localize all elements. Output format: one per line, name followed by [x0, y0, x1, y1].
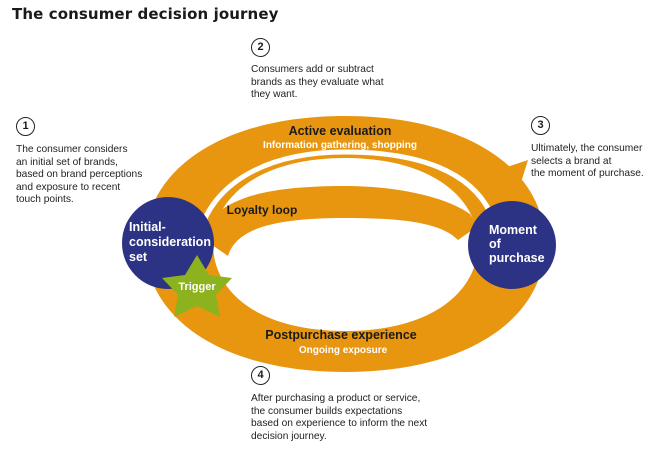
active-evaluation-title: Active evaluation	[289, 124, 392, 138]
step-3-line: the moment of purchase.	[531, 168, 644, 180]
moment-of-purchase-label-1: Moment	[489, 223, 538, 237]
step-4-line: the consumer builds expectations	[251, 405, 403, 417]
trigger-star-icon	[162, 255, 232, 317]
step-3-description: Ultimately, the consumer selects a brand…	[531, 143, 644, 181]
step-4-line: based on experience to inform the next	[251, 418, 428, 430]
initial-consideration-label-3: set	[129, 250, 148, 264]
moment-of-purchase-label-3: purchase	[489, 251, 545, 265]
trigger-label: Trigger	[178, 281, 216, 293]
step-1-line: and exposure to recent	[16, 181, 121, 193]
initial-consideration-label-1: Initial-	[129, 220, 166, 234]
step-3-line: selects a brand at	[531, 155, 612, 167]
step-1-line: The consumer considers	[16, 144, 128, 155]
active-evaluation-arrowhead	[498, 160, 528, 192]
postpurchase-title: Postpurchase experience	[265, 328, 417, 342]
step-3-number: 3	[531, 116, 550, 135]
step-1-line: based on brand perceptions	[16, 169, 143, 181]
loyalty-loop-band	[202, 186, 478, 256]
loop-separator	[197, 149, 493, 233]
step-1-description: The consumer considers an initial set of…	[16, 144, 142, 207]
loyalty-loop-label: Loyalty loop	[227, 203, 298, 217]
step-2-description: Consumers add or subtract brands as they…	[251, 64, 384, 102]
initial-consideration-label-2: consideration	[129, 235, 211, 249]
step-1-line: an initial set of brands,	[16, 156, 118, 168]
step-2-number: 2	[251, 38, 270, 57]
active-evaluation-subtitle: Information gathering, shopping	[263, 140, 417, 151]
diagram-title: The consumer decision journey	[12, 5, 279, 23]
step-4-line: decision journey.	[251, 430, 327, 442]
step-3-line: Ultimately, the consumer	[531, 143, 643, 154]
step-4-line: After purchasing a product or service,	[251, 393, 421, 404]
step-1-line: touch points.	[16, 194, 74, 206]
postpurchase-subtitle: Ongoing exposure	[299, 345, 388, 356]
step-1-number: 1	[16, 117, 35, 136]
outer-journey-loop	[145, 116, 545, 372]
step-4-description: After purchasing a product or service, t…	[251, 393, 427, 443]
step-2-line: Consumers add or subtract	[251, 64, 374, 75]
step-2-line: brands as they evaluate what	[251, 76, 384, 88]
moment-of-purchase-node	[468, 201, 556, 289]
moment-of-purchase-label-2: of	[489, 237, 502, 251]
step-4-number: 4	[251, 366, 270, 385]
step-2-line: they want.	[251, 89, 298, 101]
